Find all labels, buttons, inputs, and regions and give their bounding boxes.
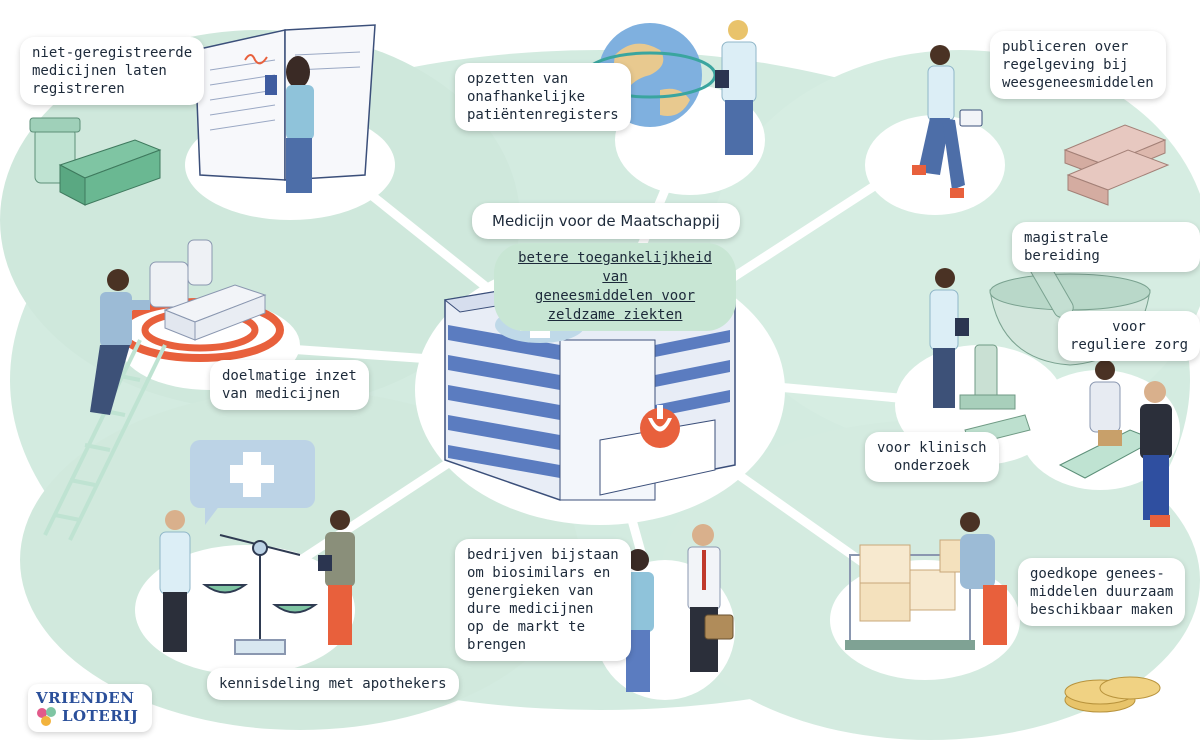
person-walking xyxy=(912,45,983,198)
label-magistrale: magistrale bereiding xyxy=(1012,222,1200,272)
patient-caregiver xyxy=(1058,360,1172,527)
flower-icon xyxy=(37,707,56,726)
logo-line-1: VRIENDEN xyxy=(36,689,135,707)
person-reading xyxy=(265,56,314,193)
logo-line-2: LOTERIJ xyxy=(62,707,139,725)
medicine-boxes xyxy=(29,117,162,206)
coin-stack xyxy=(1064,676,1161,713)
label-goedkope: goedkope genees- middelen duurzaam besch… xyxy=(1018,558,1186,626)
label-kennisdeling: kennisdeling met apothekers xyxy=(207,668,459,700)
center-title: Medicijn voor de Maatschappij xyxy=(472,203,740,239)
stacked-books xyxy=(1063,124,1170,206)
worker-lifting xyxy=(960,512,1007,645)
center-subtitle: betere toegankelijkheid van geneesmiddel… xyxy=(494,243,736,331)
label-doelmatige-inzet: doelmatige inzet van medicijnen xyxy=(210,360,369,410)
label-registreren: niet-geregistreerde medicijnen laten reg… xyxy=(20,37,205,105)
label-patientenregisters: opzetten van onafhankelijke patiëntenreg… xyxy=(455,63,631,131)
vriendenloterij-logo: VRIENDEN LOTERIJ xyxy=(28,684,152,732)
doctor-tablet xyxy=(715,20,757,155)
person-climbing xyxy=(90,269,150,415)
doctor-clipboard xyxy=(929,268,969,408)
target-pills xyxy=(116,239,284,362)
label-reguliere-zorg: voor reguliere zorg xyxy=(1058,311,1200,361)
tulip-logo-icon xyxy=(640,405,680,448)
balance-scale xyxy=(201,534,319,655)
label-klinisch-onderzoek: voor klinisch onderzoek xyxy=(865,432,999,482)
pharmacist-woman xyxy=(318,510,355,645)
book-illustration xyxy=(194,24,376,181)
label-regelgeving: publiceren over regelgeving bij weesgene… xyxy=(990,31,1166,99)
speech-bubble-cross xyxy=(190,440,315,525)
label-bedrijven: bedrijven bijstaan om biosimilars en gen… xyxy=(455,539,631,661)
pharmacist-man xyxy=(159,510,191,652)
